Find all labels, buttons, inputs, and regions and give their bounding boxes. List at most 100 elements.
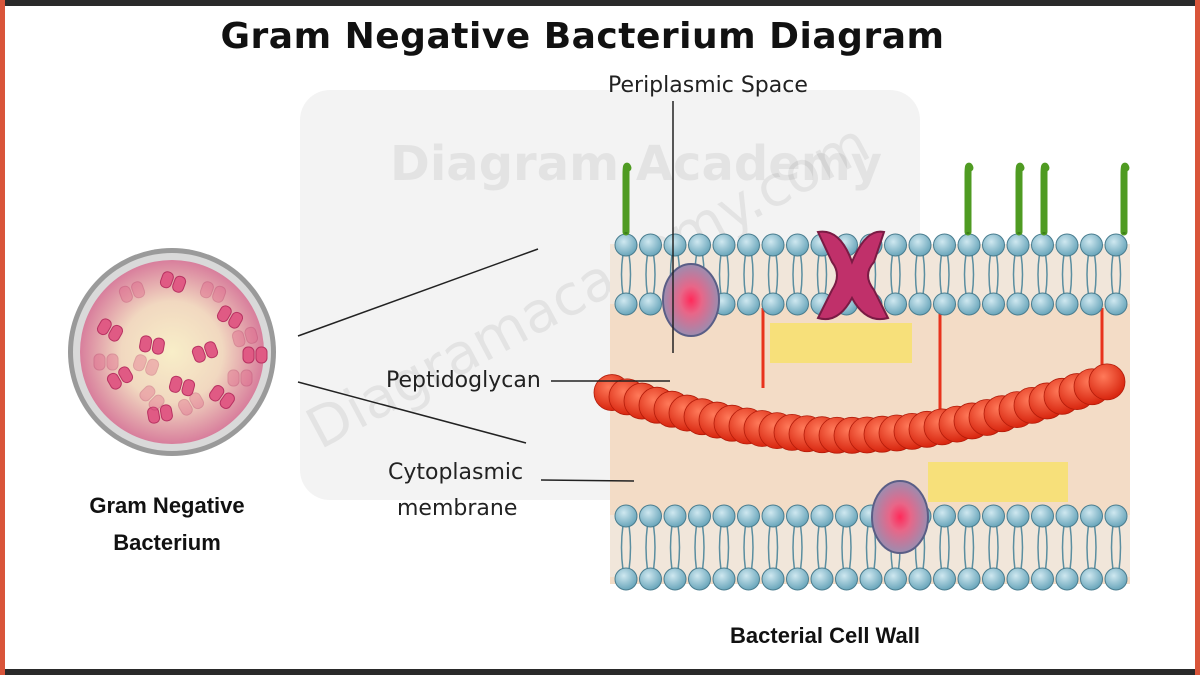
lipid-head [982,504,1005,528]
rod-half [147,406,161,424]
lipid-tail [1093,253,1097,296]
lipid-tail [848,524,852,571]
lipid-head [786,567,809,591]
rod-bacterium [118,281,146,303]
lipid-head [761,292,785,316]
rod-half [131,281,146,299]
inner-membrane-protein [871,480,929,554]
lipid-head [957,292,981,316]
lipid-tail [645,524,649,571]
lipid-tail [897,253,901,296]
lipid-tail [677,524,681,571]
lipid-head [614,504,638,528]
rod-bacterium [191,341,219,363]
lipid-tail [628,253,632,296]
lipid-tail [922,253,926,296]
lipid-tail [1093,524,1097,571]
rod-half [177,398,193,416]
lipid-tail [743,524,747,571]
lipid-head [1055,233,1079,257]
lipid-head [614,292,638,316]
lipid-head [1031,504,1054,528]
lipid-tail [767,524,771,571]
lipid-tail [914,253,918,296]
rod-half [118,366,134,384]
lipid-head [835,504,858,528]
rod-half [219,392,235,409]
lipid-tail [988,253,992,296]
lipid-head [1006,292,1030,316]
rod-bacterium [216,305,244,329]
rod-half [212,285,227,303]
rod-bacterium [177,392,205,416]
lipid-head [786,292,809,316]
rod-half [96,318,112,336]
lipid-tail [1037,253,1041,296]
lipid-tail [775,524,779,571]
caption-bacterium-line1: Gram Negative [89,493,245,518]
lipid-head [810,567,834,591]
zoom-line-upper [297,248,539,337]
lipid-head [639,567,662,591]
lipid-head [1006,567,1030,591]
lipid-tail [726,524,730,571]
lipid-tail [939,253,943,296]
lipid-head [1031,567,1054,591]
lipid-head [761,567,785,591]
lipid-tail [620,253,624,296]
rod-half [118,285,133,303]
bottom-border [0,669,1200,675]
rod-half [244,326,259,344]
diagram-title: Gram Negative Bacterium Diagram [220,16,945,57]
lipid-head [663,504,687,528]
caption-bacterium-line2: Bacterium [113,530,221,555]
rod-bacterium [139,385,165,411]
lipid-head [1055,567,1079,591]
lipid-head [737,504,760,528]
rod-bacterium [132,354,160,376]
rod-half [240,369,253,387]
lipid-head [957,567,981,591]
lipid-head [957,504,981,528]
lipid-head [737,292,760,316]
lipid-tail [750,524,754,571]
rod-half [168,375,183,393]
rod-half [172,275,187,293]
lipid-tail [694,524,698,571]
lipid-head [1104,233,1128,257]
lipid-tail [701,524,705,571]
lipid-head [1104,292,1128,316]
lipid-tail [1069,524,1073,571]
rod-half [151,337,165,355]
lipid-head [908,233,932,257]
rod-bacterium [147,404,173,424]
rod-bacterium [231,326,259,348]
lipid-head [1055,292,1079,316]
lipid-head [639,292,662,316]
lipid-head [933,233,956,257]
rod-bacterium [106,366,134,390]
rod-half [181,379,196,397]
lipoprotein-box-upper [770,323,912,363]
lipid-head [884,233,907,257]
lipid-head [1031,233,1054,257]
rod-half [228,311,244,329]
rod-half [189,392,205,410]
lipid-tail [890,253,894,296]
lipid-tail [971,524,975,571]
lipid-head [982,567,1005,591]
rod-half [231,330,246,348]
cytoplasmic-membrane [614,504,1128,591]
lipid-head [737,567,760,591]
lipopolysaccharide-chains [622,162,1130,236]
rod-cluster [93,271,268,424]
rod-half [148,394,165,411]
lipid-tail [775,253,779,296]
rod-half [139,385,156,402]
lipid-head [761,504,785,528]
lipid-tail [645,253,649,296]
lipid-head [933,504,956,528]
zoom-line-lower [297,381,527,444]
label-cytoplasmic-line2: membrane [397,496,518,521]
lipid-head [908,567,932,591]
